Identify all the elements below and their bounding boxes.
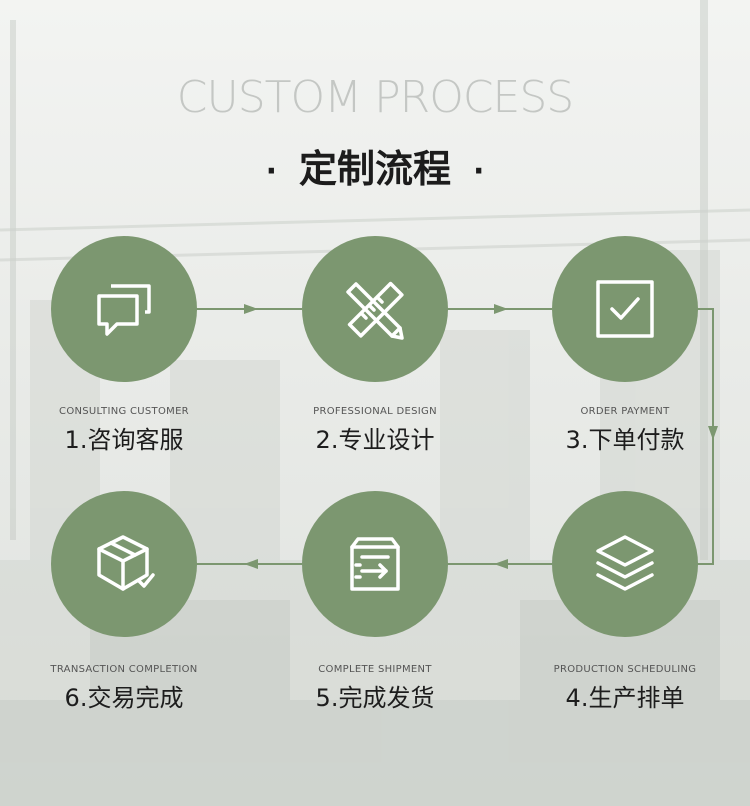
title-english: CUSTOM PROCESS	[176, 72, 574, 123]
step-1-circle	[51, 236, 197, 382]
step-2-label-zh: 2.专业设计	[315, 426, 435, 454]
arrow-right-icon	[244, 304, 258, 314]
step-5-label-zh: 5.完成发货	[315, 684, 435, 712]
step-6-label-zh: 6.交易完成	[64, 684, 184, 712]
title-dot-left: ·	[265, 154, 277, 189]
step-1-label-zh: 1.咨询客服	[64, 426, 184, 454]
package-check-icon	[97, 535, 155, 591]
title-chinese: · 定制流程 ·	[0, 138, 750, 193]
layers-icon	[596, 535, 654, 591]
step-1-caption: CONSULTING CUSTOMER 1.咨询客服	[4, 406, 244, 455]
step-3-label-zh: 3.下单付款	[565, 426, 685, 454]
arrow-down-icon	[708, 426, 718, 440]
step-2-circle	[302, 236, 448, 382]
step-2-caption: PROFESSIONAL DESIGN 2.专业设计	[255, 406, 495, 455]
step-6-caption: TRANSACTION COMPLETION 6.交易完成	[4, 664, 244, 713]
step-6-label-en: TRANSACTION COMPLETION	[50, 664, 198, 675]
step-3-caption: ORDER PAYMENT 3.下单付款	[505, 406, 745, 455]
shipment-box-icon	[350, 537, 400, 591]
step-6-circle	[51, 491, 197, 637]
step-3-label-en: ORDER PAYMENT	[580, 406, 670, 417]
step-5-label-en: COMPLETE SHIPMENT	[318, 664, 432, 675]
step-4-label-zh: 4.生产排单	[565, 684, 685, 712]
step-5-circle	[302, 491, 448, 637]
step-1-label-en: CONSULTING CUSTOMER	[59, 406, 189, 417]
arrow-left-icon	[494, 559, 508, 569]
step-2-label-en: PROFESSIONAL DESIGN	[313, 406, 437, 417]
checkbox-icon	[596, 280, 654, 338]
step-4-label-en: PRODUCTION SCHEDULING	[553, 664, 697, 675]
step-5-caption: COMPLETE SHIPMENT 5.完成发货	[255, 664, 495, 713]
step-3-circle	[552, 236, 698, 382]
step-4-caption: PRODUCTION SCHEDULING 4.生产排单	[505, 664, 745, 713]
arrow-left-icon	[244, 559, 258, 569]
title-chinese-text: 定制流程	[298, 147, 451, 191]
chat-bubbles-icon	[97, 284, 151, 336]
arrow-right-icon	[494, 304, 508, 314]
step-4-circle	[552, 491, 698, 637]
ruler-pencil-icon	[346, 281, 404, 340]
title-dot-right: ·	[473, 154, 485, 189]
